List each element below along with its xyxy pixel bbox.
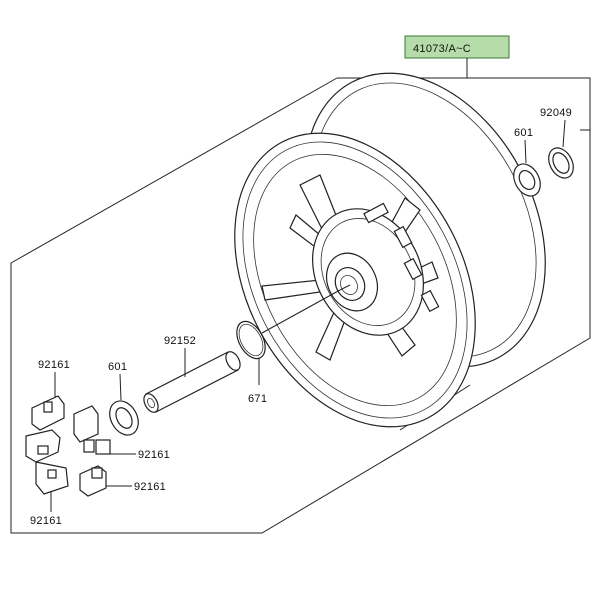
axle-centerline-2	[261, 289, 341, 334]
bearing-left-label[interactable]: 601	[108, 361, 127, 373]
damper-top-label[interactable]: 92161	[38, 359, 70, 371]
damper-bottom-label[interactable]: 92161	[30, 515, 62, 527]
wheel-rim-front-lip	[242, 141, 468, 419]
oring-label[interactable]: 671	[248, 393, 267, 405]
bearing-right-601	[513, 139, 541, 197]
damper-right-upper	[73, 405, 111, 455]
damper-right-lower	[79, 465, 107, 497]
seal-92049	[548, 119, 574, 179]
axle-centerline	[339, 284, 351, 291]
hub-inner	[320, 218, 416, 326]
assembly-part-number[interactable]: 41073/A~C	[413, 43, 471, 55]
assembly-frame	[10, 77, 591, 534]
hub-damper-pocket-low	[420, 289, 440, 313]
hub-damper-pocket-right	[393, 225, 413, 249]
damper-mid-label[interactable]: 92161	[138, 449, 170, 461]
bearing-right-label[interactable]: 601	[514, 127, 533, 139]
hub-damper-pocket-top	[363, 202, 389, 224]
wheel-rim-front-inner	[253, 153, 457, 407]
bearing-left-601	[109, 373, 139, 436]
collar-92152	[143, 348, 241, 413]
hub-bore	[334, 267, 366, 301]
damper-top	[31, 372, 65, 431]
assembly-label-highlight	[404, 35, 510, 59]
hub-damper-pocket-right2	[403, 257, 423, 281]
damper-low-label[interactable]: 92161	[134, 481, 166, 493]
seal-right-label[interactable]: 92049	[540, 107, 572, 119]
wheel	[234, 72, 546, 431]
oring-671	[236, 320, 266, 385]
damper-left-lower	[25, 429, 69, 512]
collar-label[interactable]: 92152	[164, 335, 196, 347]
